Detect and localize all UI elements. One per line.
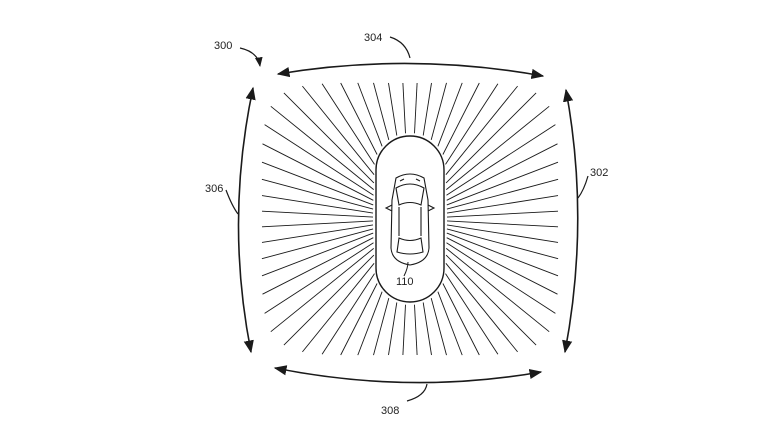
label-302: 302 — [590, 167, 608, 179]
sensor-ray — [261, 220, 374, 228]
sensor-ray — [264, 242, 374, 314]
sensor-ray — [261, 232, 374, 277]
sensor-ray — [446, 105, 550, 190]
sensor-ray — [446, 143, 558, 201]
sensor-ray — [446, 210, 559, 218]
sensor-ray — [430, 297, 447, 356]
sensor-ray — [262, 237, 374, 295]
label-306: 306 — [205, 183, 223, 195]
sensor-ray — [446, 242, 556, 314]
sensor-ray — [357, 291, 383, 356]
sensor-ray — [445, 85, 518, 175]
sensor-ray — [414, 82, 418, 134]
sensor-ray — [261, 224, 374, 243]
sensor-ray — [430, 82, 447, 141]
sensor-ray — [340, 82, 378, 155]
sensor-ray — [446, 224, 559, 243]
sensor-ray — [446, 237, 558, 295]
sensor-ray — [446, 124, 556, 196]
sensor-ray — [445, 92, 537, 184]
sensor-ray — [446, 178, 559, 210]
label-308: 308 — [381, 405, 399, 417]
sensor-ray — [442, 283, 480, 356]
boundary-arc-bottom — [273, 365, 543, 384]
sensor-ray — [445, 83, 499, 165]
sensor-ray — [442, 82, 480, 155]
sensor-ray — [261, 178, 374, 210]
sensor-ray — [446, 195, 559, 214]
sensor-ray — [340, 283, 378, 356]
sensor-ray — [270, 105, 374, 190]
sensor-ray — [321, 273, 375, 355]
leader-110 — [403, 261, 409, 277]
sensor-ray — [445, 254, 537, 346]
leader-302 — [577, 175, 589, 199]
leader-300 — [239, 47, 263, 67]
sensor-ray — [446, 232, 559, 277]
sensor-ray — [302, 263, 375, 353]
leader-304 — [389, 36, 411, 59]
sensor-ray — [283, 92, 375, 184]
sensor-ray — [373, 297, 390, 356]
sensor-ray — [373, 82, 390, 141]
boundary-arc-left — [237, 86, 256, 354]
sensor-ray — [270, 248, 374, 333]
sensor-ray — [437, 291, 463, 356]
sensor-ray — [261, 210, 374, 218]
car-top-view-icon — [384, 173, 436, 266]
sensor-ray — [446, 220, 559, 228]
sensor-ray — [402, 304, 406, 356]
sensor-ray — [446, 248, 550, 333]
sensor-ray — [422, 82, 432, 136]
sensor-ray — [357, 82, 383, 147]
label-110: 110 — [396, 276, 414, 288]
sensor-ray — [422, 302, 432, 356]
leader-308 — [406, 383, 428, 402]
sensor-ray — [388, 302, 398, 356]
leader-306 — [225, 189, 239, 215]
sensor-ray — [446, 161, 559, 206]
sensor-ray — [446, 228, 559, 260]
boundary-arc-top — [276, 62, 545, 79]
boundary-arc-right — [562, 88, 579, 354]
sensor-ray — [388, 82, 398, 136]
sensor-ray — [261, 161, 374, 206]
sensor-ray — [283, 254, 375, 346]
label-300: 300 — [214, 40, 232, 52]
sensor-ray — [261, 195, 374, 214]
sensor-ray — [402, 82, 406, 134]
sensor-coverage-rays — [261, 82, 559, 356]
sensor-ray — [414, 304, 418, 356]
sensor-ray — [262, 143, 374, 201]
sensor-ray — [321, 83, 375, 165]
sensor-ray — [437, 82, 463, 147]
sensor-ray — [264, 124, 374, 196]
sensor-ray — [261, 228, 374, 260]
label-304: 304 — [364, 32, 382, 44]
sensor-ray — [302, 85, 375, 175]
sensor-ray — [445, 263, 518, 353]
sensor-ray — [445, 273, 499, 355]
